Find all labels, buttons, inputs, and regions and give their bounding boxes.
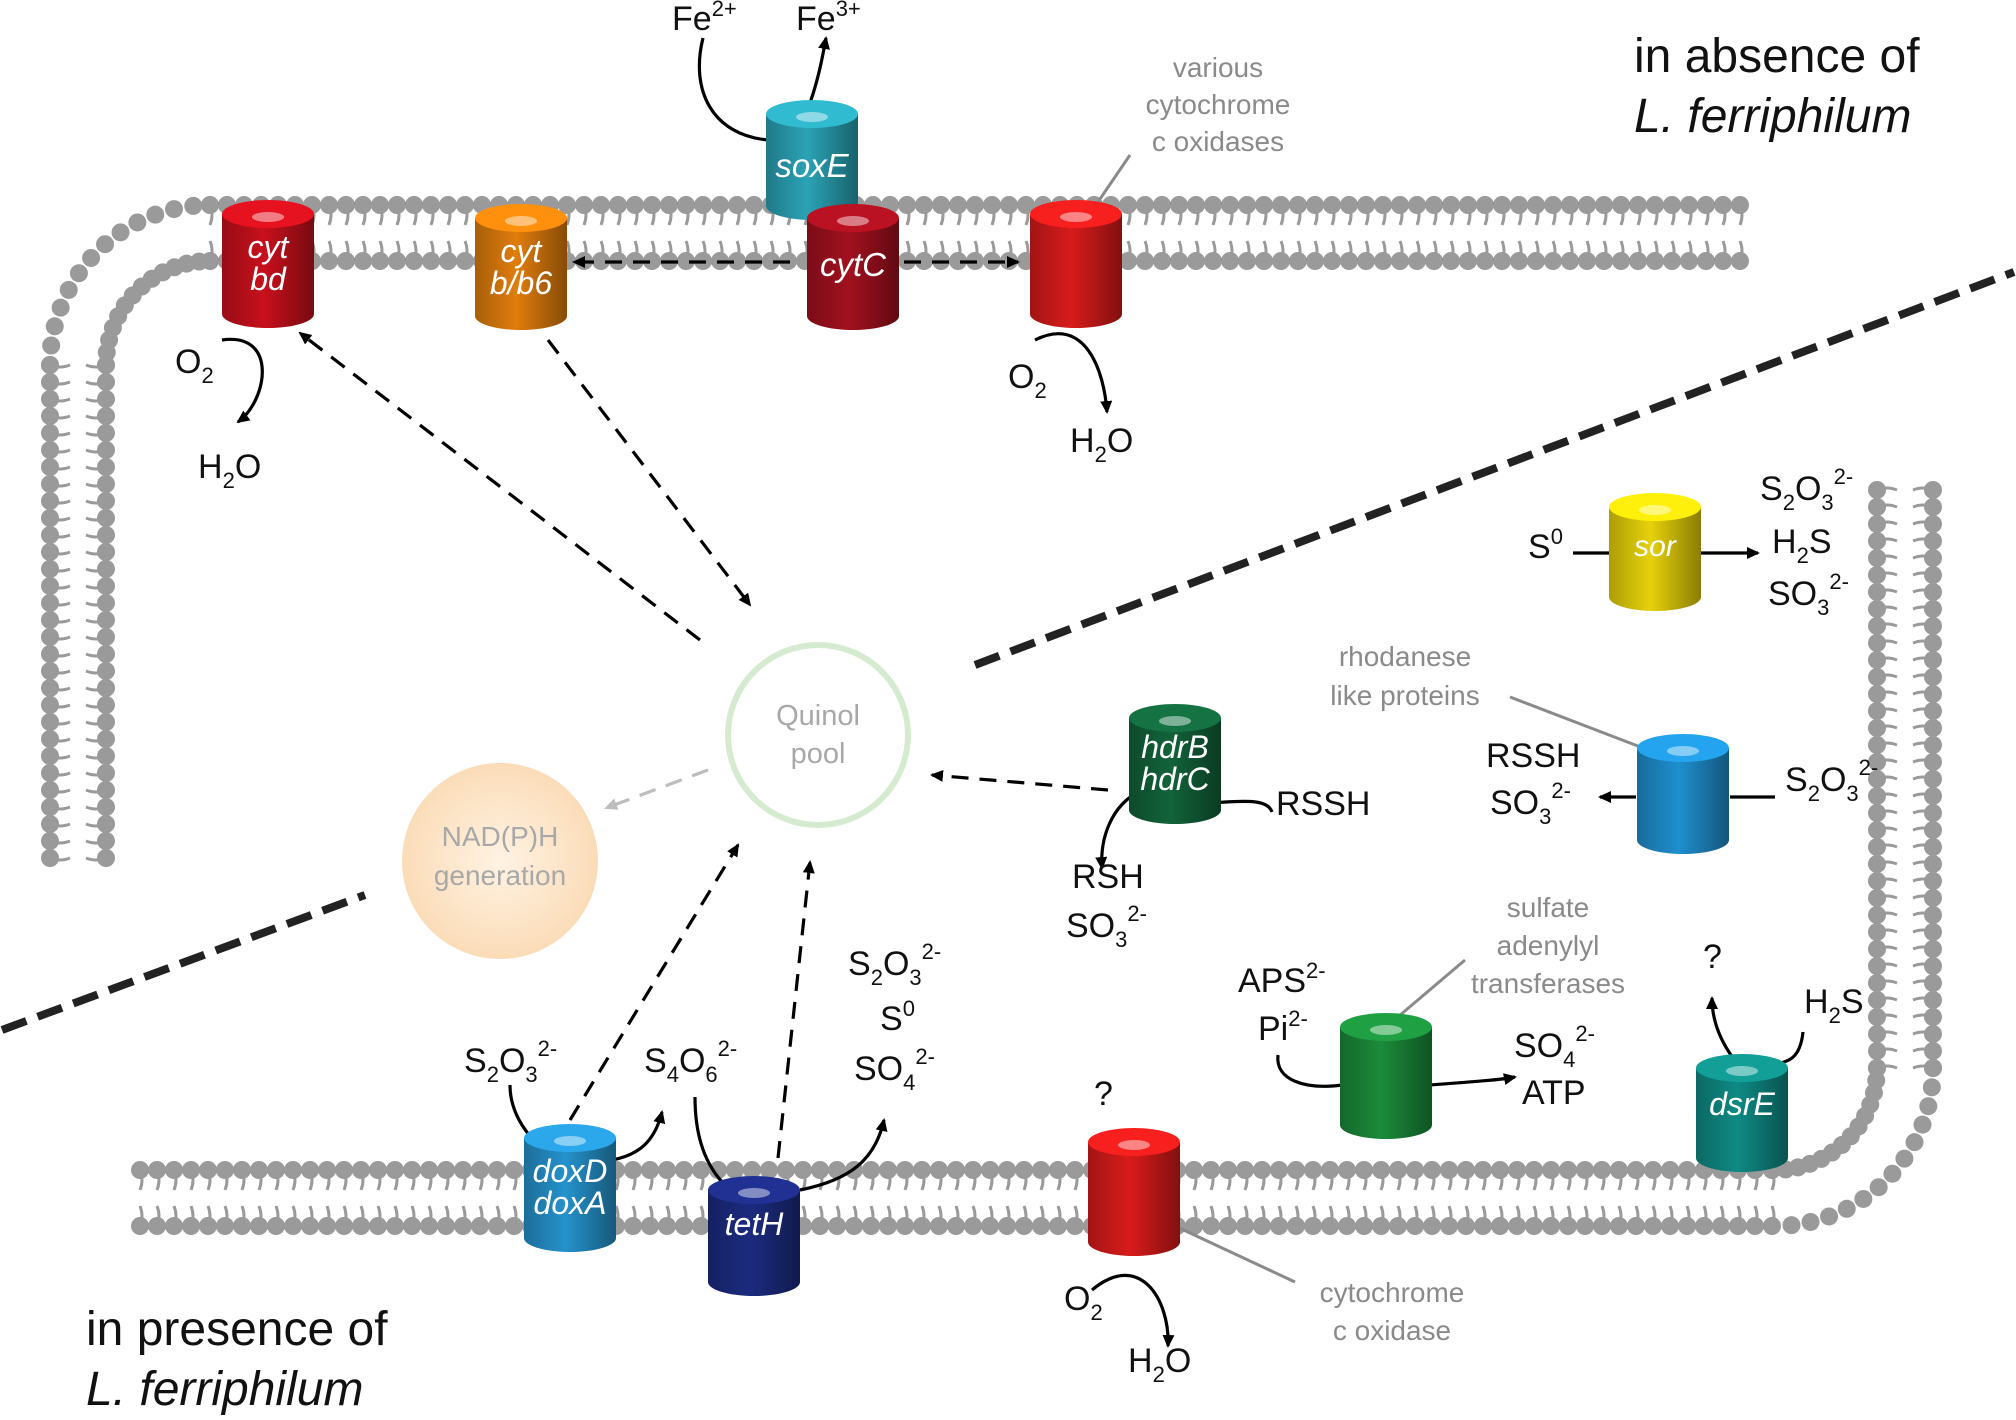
o2-label-top-right: O2 — [1008, 358, 1047, 403]
unknown-product-dsre: ? — [1703, 938, 1722, 976]
label-dsre: dsrE — [1709, 1086, 1775, 1122]
region-label-presence-organism: L. ferriphilum — [86, 1363, 363, 1416]
svg-text:pool: pool — [791, 738, 846, 770]
gray-annotations: various cytochrome c oxidases rhodanese … — [1146, 52, 1625, 1346]
label-doxd: doxD — [533, 1153, 608, 1189]
chemical-labels: Fe2+ Fe3+ O2 H2O O2 H2O S0 S2O32- H2S SO… — [175, 0, 1878, 1387]
svg-text:c oxidase: c oxidase — [1333, 1315, 1451, 1346]
rsh-label-hdr: RSH — [1072, 858, 1144, 896]
o2-label-top-left: O2 — [175, 343, 214, 388]
membrane-left — [41, 356, 115, 867]
s2o3-label-sor: S2O32- — [1760, 464, 1853, 515]
region-label-absence-organism: L. ferriphilum — [1634, 90, 1911, 143]
h2o-label-bottom: H2O — [1128, 1342, 1191, 1387]
membrane-proteins — [222, 100, 1788, 1296]
s2o3-label-rhodanese: S2O32- — [1785, 755, 1878, 806]
label-hdrc: hdrC — [1140, 761, 1210, 797]
so3-label-rhodanese: SO32- — [1490, 778, 1571, 829]
label-teth: tetH — [725, 1206, 785, 1242]
so4-label-sat: SO42- — [1514, 1021, 1595, 1072]
svg-text:various: various — [1173, 52, 1263, 83]
pi-label: Pi2- — [1258, 1006, 1308, 1048]
svg-text:cytochrome: cytochrome — [1320, 1277, 1465, 1308]
protein-hdr — [1129, 704, 1221, 824]
protein-cox-bottom — [1088, 1128, 1180, 1256]
protein-rhodanese — [1637, 734, 1729, 854]
atp-label: ATP — [1522, 1074, 1586, 1112]
fe3-label: Fe3+ — [796, 0, 861, 38]
cell-membrane — [41, 196, 1942, 1235]
label-cyt-bd: cyt — [248, 229, 290, 265]
s0-label-teth: S0 — [880, 996, 915, 1038]
svg-text:cytochrome: cytochrome — [1146, 89, 1291, 120]
label-doxa: doxA — [534, 1185, 607, 1221]
electron-flow-arrows — [298, 256, 1109, 1159]
h2s-label-sor: H2S — [1772, 523, 1832, 568]
reaction-arrows — [221, 36, 1805, 1348]
protein-soxe — [766, 100, 858, 220]
protein-sat — [1340, 1013, 1432, 1139]
s2o3-label-teth: S2O32- — [848, 939, 941, 990]
protein-teth — [708, 1176, 800, 1296]
svg-text:transferases: transferases — [1471, 968, 1625, 999]
protein-cytc — [807, 204, 899, 330]
h2o-label-top-right: H2O — [1070, 422, 1133, 467]
fe2-label: Fe2+ — [672, 0, 737, 38]
so3-label-hdr: SO32- — [1066, 901, 1147, 952]
membrane-bottom-corner — [1776, 1059, 1942, 1235]
label-cyt-bd-2: bd — [250, 261, 287, 297]
svg-text:generation: generation — [434, 860, 566, 891]
protein-dox — [524, 1124, 616, 1252]
protein-cyt-b-b6 — [475, 204, 567, 330]
protein-labels: cyt bd cyt b/b6 cytC soxE sor hdrB hdrC … — [248, 147, 1776, 1242]
membrane-right — [1868, 481, 1942, 1077]
s2o3-label-dox: S2O32- — [464, 1036, 557, 1087]
membrane-bottom — [131, 1161, 1781, 1235]
quinol-pool: Quinol pool — [725, 642, 911, 828]
membrane-top — [201, 196, 1749, 270]
protein-dsre — [1696, 1054, 1788, 1172]
svg-text:like proteins: like proteins — [1330, 680, 1479, 711]
svg-text:NAD(P)H: NAD(P)H — [442, 821, 559, 852]
h2s-label-dsre: H2S — [1804, 983, 1864, 1028]
label-soxe: soxE — [775, 147, 849, 184]
svg-text:Quinol: Quinol — [776, 700, 860, 732]
separator-line-top — [973, 268, 2016, 669]
region-label-presence: in presence of — [86, 1303, 388, 1356]
s4o6-label: S4O62- — [644, 1036, 737, 1087]
rssh-label-hdr: RSSH — [1276, 785, 1370, 823]
s0-label-sor: S0 — [1528, 524, 1563, 566]
label-cyt-b-b6: cyt — [501, 233, 543, 269]
rssh-label-rhodanese: RSSH — [1486, 737, 1580, 775]
label-sor: sor — [1634, 530, 1677, 563]
region-label-absence: in absence of — [1634, 30, 1920, 83]
protein-sor — [1609, 493, 1701, 611]
o2-label-bottom: O2 — [1064, 1280, 1103, 1325]
h2o-label-top-left: H2O — [198, 448, 261, 493]
svg-text:sulfate: sulfate — [1507, 892, 1590, 923]
so4-label-teth: SO42- — [854, 1044, 935, 1095]
protein-cyt-bd — [222, 200, 314, 328]
unknown-label-cox: ? — [1094, 1075, 1113, 1113]
svg-text:rhodanese: rhodanese — [1339, 641, 1471, 672]
so3-label-sor: SO32- — [1768, 569, 1849, 620]
svg-text:c oxidases: c oxidases — [1152, 126, 1284, 157]
label-cyt-b-b6-2: b/b6 — [490, 265, 552, 301]
svg-text:adenylyl: adenylyl — [1497, 930, 1600, 961]
label-cytc: cytC — [820, 246, 887, 283]
protein-cox-top — [1030, 200, 1122, 328]
label-hdrb: hdrB — [1141, 729, 1209, 765]
separator-line-bottom — [0, 891, 367, 1034]
aps-label: APS2- — [1238, 958, 1326, 1000]
nadph-generation-pool: NAD(P)H generation — [402, 763, 598, 959]
